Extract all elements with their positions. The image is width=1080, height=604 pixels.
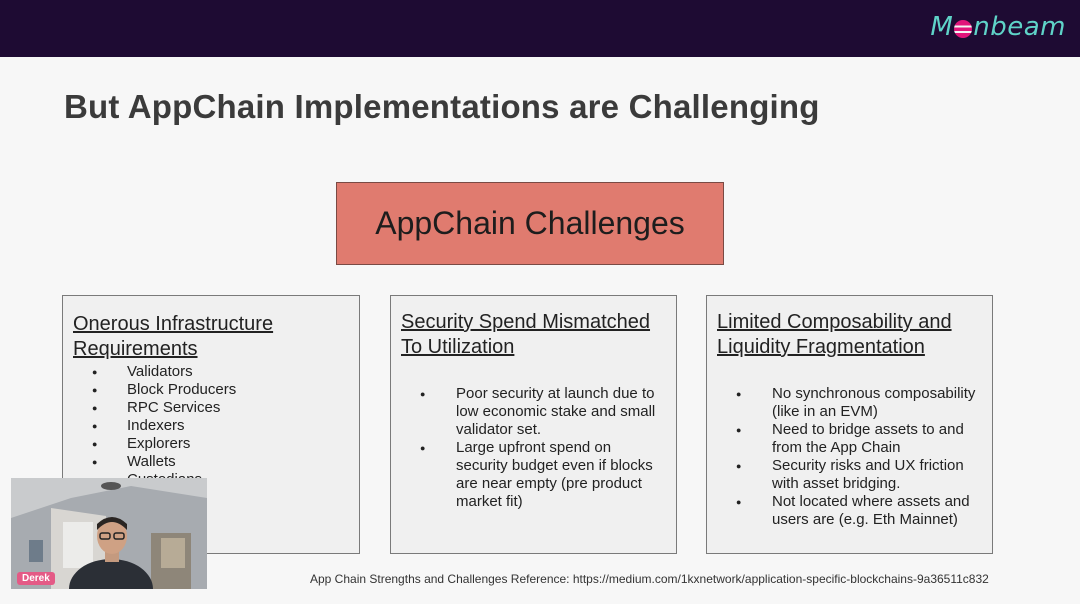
moon-icon xyxy=(954,20,973,38)
card-security-spend: Security Spend Mismatched To Utilization… xyxy=(390,295,677,554)
slide-title: But AppChain Implementations are Challen… xyxy=(64,88,820,125)
list-item: Poor security at launch due to low econo… xyxy=(420,385,666,439)
challenges-header-box: AppChain Challenges xyxy=(336,182,724,265)
logo-text-end: nbeam xyxy=(973,12,1066,42)
card-title-line: To Utilization xyxy=(401,336,515,358)
list-item: Explorers xyxy=(92,435,349,453)
list-item: Block Producers xyxy=(92,381,349,399)
logo-text-start: M xyxy=(930,12,954,42)
list-item: Large upfront spend on security budget e… xyxy=(420,439,666,511)
card-title: Limited Composability and Liquidity Frag… xyxy=(717,310,982,360)
card-title-line: Liquidity Fragmentation xyxy=(717,336,925,358)
reference-link-text: App Chain Strengths and Challenges Refer… xyxy=(310,572,989,586)
participant-video-frame xyxy=(11,478,207,589)
list-item: Security risks and UX friction with asse… xyxy=(736,457,982,493)
bullet-list: Validators Block Producers RPC Services … xyxy=(92,363,349,489)
webcam-video-tile[interactable]: Derek xyxy=(11,478,207,589)
card-title-line: Onerous Infrastructure xyxy=(73,313,274,335)
list-item: RPC Services xyxy=(92,399,349,417)
card-title: Onerous Infrastructure Requirements xyxy=(73,312,349,362)
list-item: Not located where assets and users are (… xyxy=(736,493,982,529)
card-composability: Limited Composability and Liquidity Frag… xyxy=(706,295,993,554)
card-title: Security Spend Mismatched To Utilization xyxy=(401,310,666,360)
card-title-line: Security Spend Mismatched xyxy=(401,311,651,333)
card-title-line: Requirements xyxy=(73,338,198,360)
list-item: Indexers xyxy=(92,417,349,435)
list-item: Validators xyxy=(92,363,349,381)
card-title-line: Limited Composability and xyxy=(717,311,952,333)
bullet-list: Poor security at launch due to low econo… xyxy=(420,385,666,511)
list-item: No synchronous composability (like in an… xyxy=(736,385,982,421)
list-item: Need to bridge assets to and from the Ap… xyxy=(736,421,982,457)
list-item: Wallets xyxy=(92,453,349,471)
participant-name-tag: Derek xyxy=(17,572,55,585)
bullet-list: No synchronous composability (like in an… xyxy=(736,385,982,529)
